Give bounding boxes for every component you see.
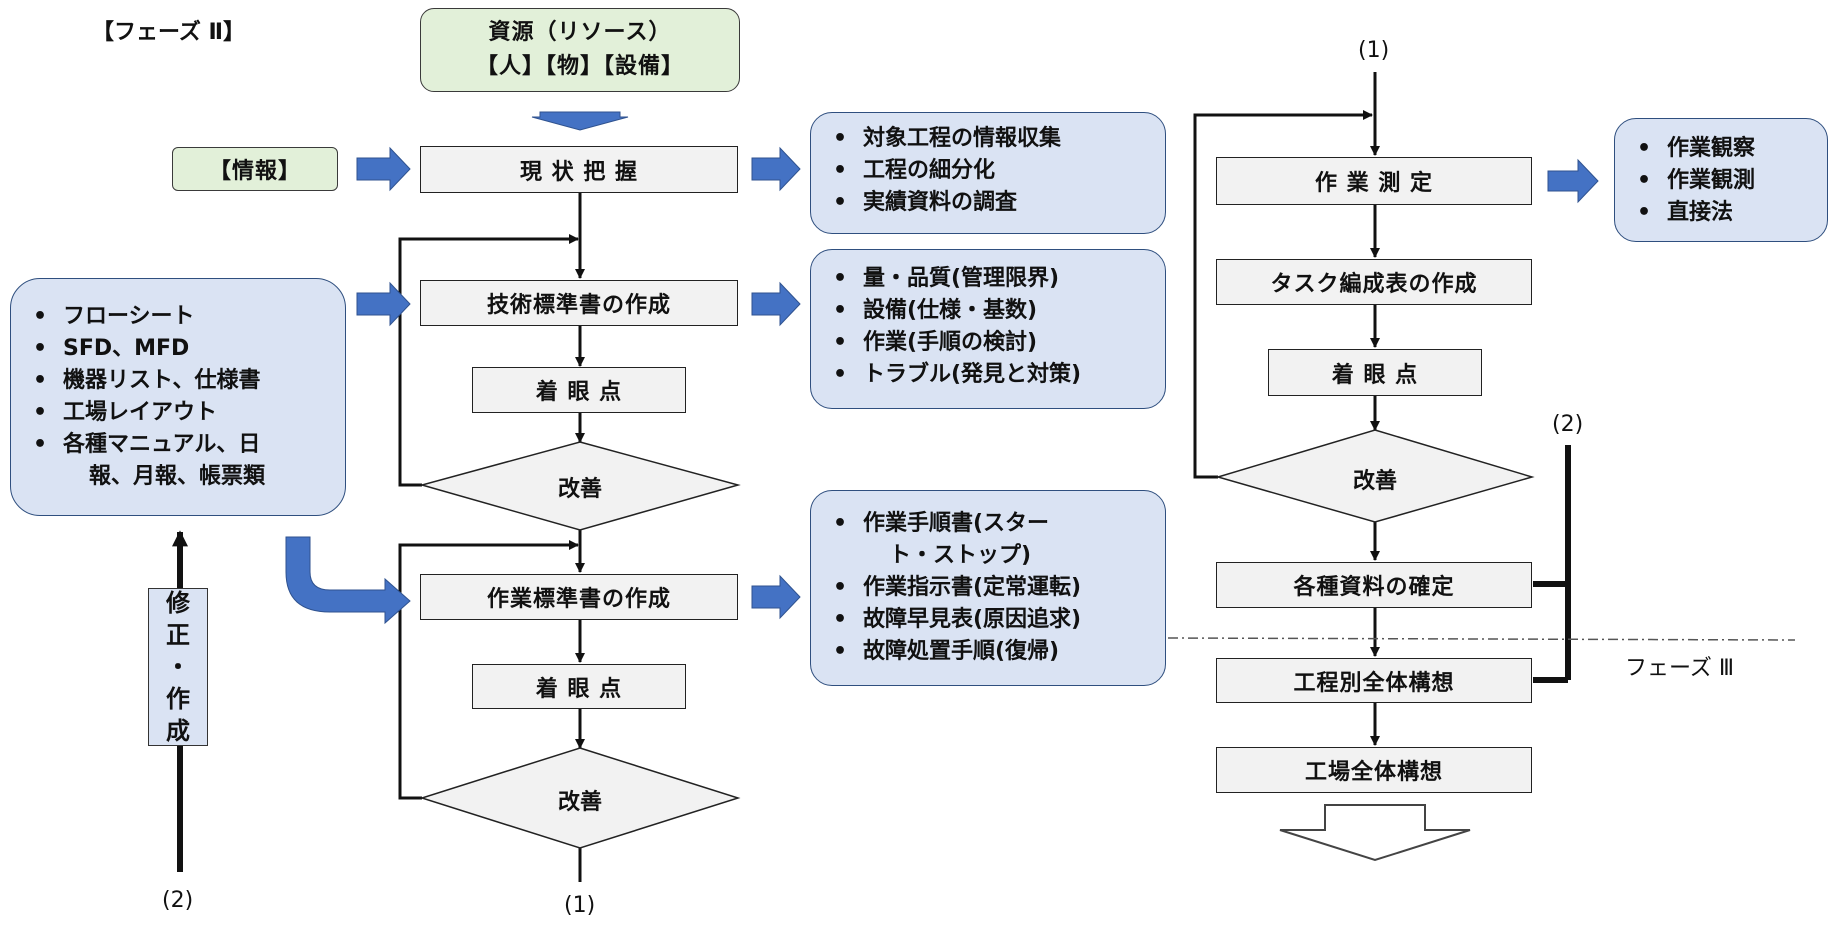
note-item: フローシート (11, 301, 345, 333)
loop-kaizen3 (1193, 110, 1373, 479)
phase3-label: フェーズ Ⅲ (1625, 656, 1735, 681)
sagyo-hyojun-box: 作業標準書の作成 (420, 574, 738, 620)
gijutsu-notes: 量・品質(管理限界) 設備(仕様・基数) 作業(手順の検討) トラブル(発見と対… (810, 249, 1166, 409)
note-item: 作業観測 (1615, 165, 1827, 197)
revise-char-3: ・ (166, 653, 190, 681)
note-item: 実績資料の調査 (811, 187, 1165, 219)
loop-kaizen1 (398, 234, 579, 487)
revise-char-5: 成 (166, 717, 190, 745)
sagyo-sokutei-box: 作 業 測 定 (1216, 157, 1532, 205)
revise-char-1: 修 (166, 589, 190, 617)
genjo-haaku-box: 現 状 把 握 (420, 146, 738, 193)
note-item: 故障早見表(原因追求) (811, 604, 1165, 636)
gijutsu-hyojun-box: 技術標準書の作成 (420, 280, 738, 326)
kaizen3-shape (1215, 429, 1535, 523)
next-phase-arrow (1279, 804, 1471, 862)
note-item: 機器リスト、仕様書 (11, 365, 345, 397)
documents-notes: フローシート SFD、MFD 機器リスト、仕様書 工場レイアウト 各種マニュアル… (10, 278, 346, 516)
sagyo-notes: 作業手順書(スター ト・ストップ) 作業指示書(定常運転) 故障早見表(原因追求… (810, 490, 1166, 686)
connector-2-left: (2) (162, 888, 194, 913)
gijutsu-right-arrow (751, 281, 801, 327)
sagyo-right-arrow (751, 574, 801, 620)
note-item: 作業(手順の検討) (811, 327, 1165, 359)
resources-items: 【人】【物】【設備】 (475, 54, 684, 79)
genjo-right-arrow (751, 146, 801, 192)
revise-char-4: 作 (166, 685, 190, 713)
info-box: 【情報】 (172, 147, 338, 191)
task-hensei-box: タスク編成表の作成 (1216, 259, 1532, 305)
genjo-notes: 対象工程の情報収集 工程の細分化 実績資料の調査 (810, 112, 1166, 234)
note-item: 作業手順書(スター (811, 508, 1165, 540)
kaizen1-shape (419, 441, 741, 531)
loop-kaizen2 (398, 540, 579, 800)
kaizen-label-1: 改善 (557, 477, 602, 502)
resource-down-arrow (531, 111, 629, 131)
kakutei-box: 各種資料の確定 (1216, 562, 1532, 608)
connector-1-top: (1) (1358, 38, 1390, 63)
kaizen-label-3: 改善 (1352, 469, 1397, 494)
note-item-continued: 報、月報、帳票類 (89, 464, 266, 489)
note-item: 量・品質(管理限界) (811, 263, 1165, 295)
note-item: 設備(仕様・基数) (811, 295, 1165, 327)
note-item: 工程の細分化 (811, 155, 1165, 187)
note-item: 直接法 (1615, 197, 1827, 229)
kaizen-label-2: 改善 (557, 790, 602, 815)
phase-boundary-line (1167, 637, 1796, 641)
kaizen2-shape (419, 747, 741, 849)
sokutei-right-arrow (1547, 158, 1599, 204)
chakugan-box-2: 着 眼 点 (472, 664, 686, 709)
chakugan-box-3: 着 眼 点 (1268, 349, 1482, 396)
note-item: 作業観察 (1615, 133, 1827, 165)
chakugan-box-1: 着 眼 点 (472, 367, 686, 413)
connector-1-bottom: (1) (564, 893, 596, 918)
doc-curved-arrow (285, 536, 411, 625)
info-right-arrow (356, 146, 411, 192)
revise-label: 修 正 ・ 作 成 (148, 588, 208, 746)
resources-title: 資源（リソース） (488, 20, 672, 45)
koteibetsu-box: 工程別全体構想 (1216, 658, 1532, 703)
note-item: 工場レイアウト (11, 397, 345, 429)
sokutei-notes: 作業観察 作業観測 直接法 (1614, 118, 1828, 242)
revise-char-2: 正 (166, 621, 190, 649)
note-item: 対象工程の情報収集 (811, 123, 1165, 155)
resources-box: 資源（リソース） 【人】【物】【設備】 (420, 8, 740, 92)
kojo-zentai-box: 工場全体構想 (1216, 747, 1532, 793)
note-item: トラブル(発見と対策) (811, 359, 1165, 391)
note-item: SFD、MFD (11, 333, 345, 365)
doc-right-arrow-1 (356, 281, 411, 327)
note-item: 故障処置手順(復帰) (811, 636, 1165, 668)
note-item-continued: ト・ストップ) (889, 543, 1032, 568)
note-item: 作業指示書(定常運転) (811, 572, 1165, 604)
phase2-label: 【フェーズ Ⅱ】 (92, 20, 246, 45)
note-item: 各種マニュアル、日 (11, 429, 345, 461)
connector-2-right: (2) (1552, 412, 1584, 437)
